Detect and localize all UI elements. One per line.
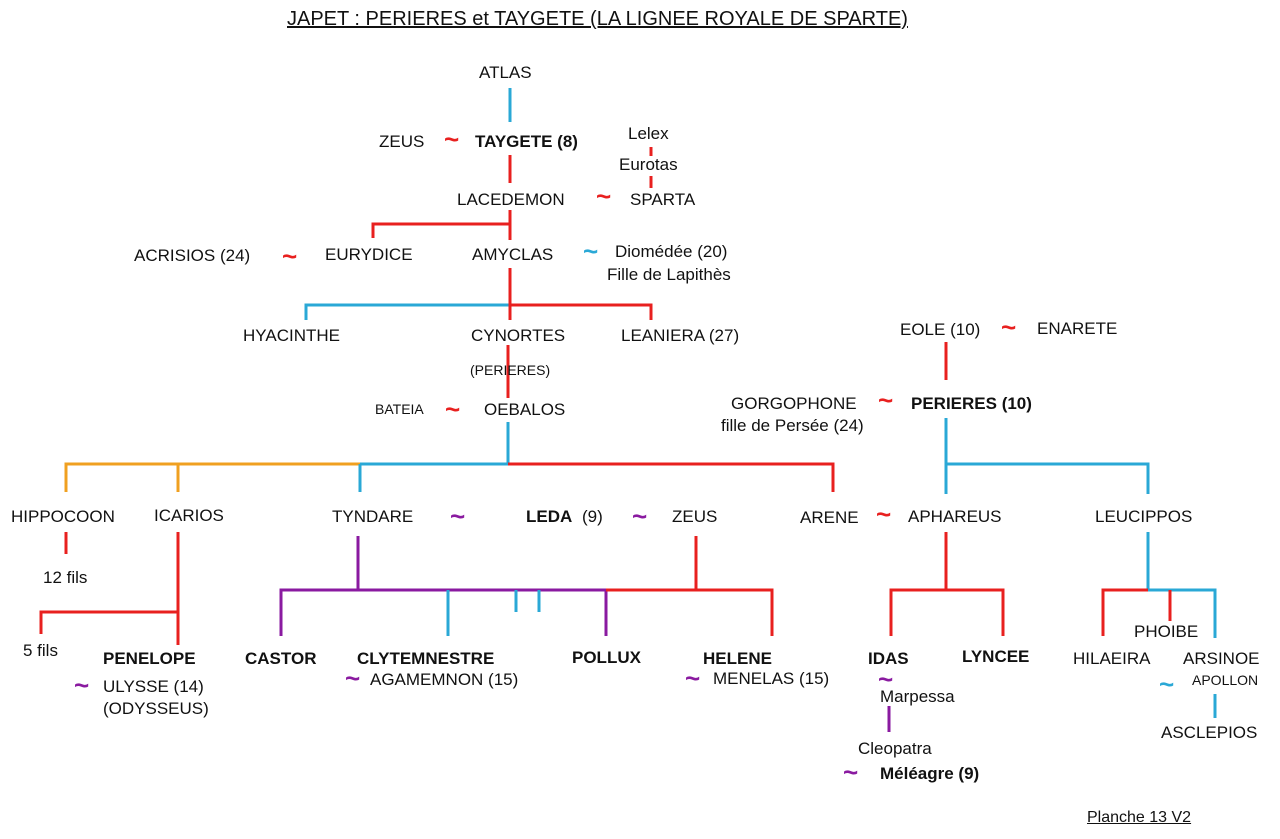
marriage-symbol: ~ — [632, 501, 648, 531]
person-apollon: APOLLON — [1192, 672, 1259, 688]
person-zeus: ZEUS — [379, 132, 425, 151]
person-lacedemon: LACEDEMON — [457, 190, 565, 209]
marriage-symbol: ~ — [583, 236, 599, 266]
marriage-symbol: ~ — [1159, 669, 1175, 699]
person-gorgophone: GORGOPHONE — [731, 394, 857, 413]
person-penelope: PENELOPE — [103, 649, 196, 668]
lineage-line-orange — [64, 462, 360, 492]
person-arene: ARENE — [800, 508, 859, 527]
marriage-symbol: ~ — [444, 124, 460, 154]
person-cleopatra: Cleopatra — [858, 739, 932, 758]
person-leda: LEDA — [526, 507, 573, 526]
person-icarios: ICARIOS — [154, 506, 224, 525]
person-sparta: SPARTA — [630, 190, 696, 209]
lineage-line-purple — [279, 588, 608, 636]
person-cynortes: CYNORTES — [471, 326, 566, 345]
marriage-symbol: ~ — [878, 385, 894, 415]
person-ulysse: ULYSSE (14) — [103, 677, 204, 696]
person-castor: CASTOR — [245, 649, 317, 668]
person-phoibe: PHOIBE — [1134, 622, 1199, 641]
person-eurydice: EURYDICE — [325, 245, 413, 264]
person-marpessa: Marpessa — [880, 687, 955, 706]
person-atlas: ATLAS — [479, 63, 532, 82]
marriage-symbol: ~ — [596, 181, 612, 211]
person-oebalos: OEBALOS — [484, 400, 566, 419]
person-5-fils: 5 fils — [23, 641, 58, 660]
person-aphareus: APHAREUS — [908, 507, 1002, 526]
person-agamemnon: AGAMEMNON (15) — [370, 670, 519, 689]
person-pollux: POLLUX — [572, 648, 641, 667]
person-diomedee-note: Fille de Lapithès — [607, 265, 731, 284]
person-amyclas: AMYCLAS — [472, 245, 554, 264]
lineage-line-red — [371, 222, 510, 238]
person-menelas: MENELAS (15) — [713, 669, 830, 688]
person-diomedee: Diomédée (20) — [615, 242, 728, 261]
person-hilaeira: HILAEIRA — [1073, 649, 1151, 668]
person-12-fils: 12 fils — [43, 568, 88, 587]
person-idas: IDAS — [868, 649, 909, 668]
person-lyncee: LYNCEE — [962, 647, 1030, 666]
marriage-symbol: ~ — [685, 663, 701, 693]
person-leda-number: (9) — [582, 507, 603, 526]
person-enarete: ENARETE — [1037, 319, 1118, 338]
marriage-symbol: ~ — [876, 499, 892, 529]
lineage-line-blue — [304, 303, 510, 320]
lineage-line-red — [508, 268, 653, 320]
person-meleagre: Méléagre (9) — [880, 764, 980, 783]
person-gorgophone-note: fille de Persée (24) — [721, 416, 864, 435]
person-helene: HELENE — [703, 649, 772, 668]
person-asclepios: ASCLEPIOS — [1161, 723, 1258, 742]
lineage-line-red — [39, 532, 180, 645]
lineage-line-red — [889, 532, 1005, 636]
person-tyndare: TYNDARE — [332, 507, 414, 526]
plate-label: Planche 13 V2 — [1087, 809, 1192, 826]
lineage-line-blue — [446, 590, 541, 636]
person-hippocoon: HIPPOCOON — [11, 507, 115, 526]
person-leucippos: LEUCIPPOS — [1095, 507, 1193, 526]
marriage-symbol: ~ — [878, 664, 894, 694]
person-arsinoe: ARSINOE — [1183, 649, 1260, 668]
person-taygete: TAYGETE (8) — [475, 132, 578, 151]
person-perieres: PERIERES (10) — [911, 394, 1032, 413]
marriage-symbol: ~ — [445, 394, 461, 424]
person-clytemnestre: CLYTEMNESTRE — [357, 649, 495, 668]
person-eole: EOLE (10) — [900, 320, 981, 339]
marriage-symbol: ~ — [282, 241, 298, 271]
marriage-symbol: ~ — [345, 663, 361, 693]
person-eurotas: Eurotas — [619, 155, 678, 174]
person-leaniera: LEANIERA (27) — [621, 326, 740, 345]
person-odysseus: (ODYSSEUS) — [103, 699, 209, 718]
marriage-symbol: ~ — [74, 670, 90, 700]
lineage-line-blue — [358, 462, 508, 492]
lineage-line-red — [606, 536, 774, 636]
person-hyacinthe: HYACINTHE — [243, 326, 340, 345]
marriage-symbol: ~ — [1001, 312, 1017, 342]
person-bateia: BATEIA — [375, 401, 424, 417]
lineage-line-red — [508, 462, 835, 492]
lineage-line-blue — [944, 418, 1150, 494]
person-cynortes-note: (PERIERES) — [470, 362, 551, 378]
person-zeus-2: ZEUS — [672, 507, 718, 526]
lineage-line-red — [1101, 588, 1148, 636]
chart-title: JAPET : PERIERES et TAYGETE (LA LIGNEE R… — [287, 8, 908, 30]
marriage-symbol: ~ — [450, 501, 466, 531]
person-lelex: Lelex — [628, 124, 669, 143]
marriage-symbol: ~ — [843, 757, 859, 787]
person-acrisios: ACRISIOS (24) — [134, 246, 251, 265]
